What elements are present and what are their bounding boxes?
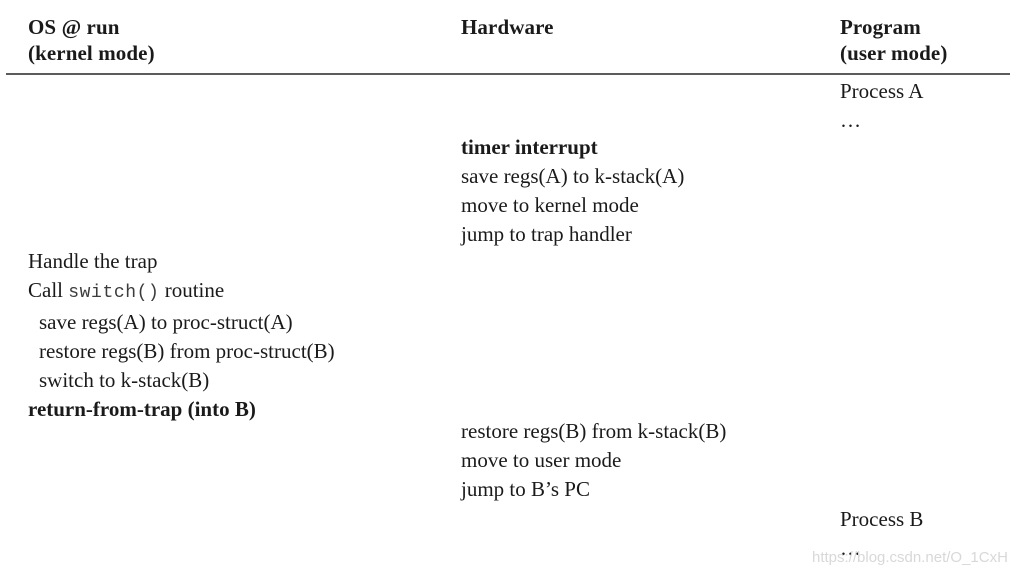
os-switch-call-suffix: routine bbox=[159, 278, 225, 302]
header-divider-rule bbox=[6, 73, 1010, 75]
hardware-interrupt-line-0: timer interrupt bbox=[461, 135, 598, 159]
os-switch-line-call-switch: Call switch() routine bbox=[28, 276, 335, 308]
column-header-os-line1: OS @ run bbox=[28, 15, 120, 39]
hardware-return-line-1: move to user mode bbox=[461, 448, 622, 472]
column-header-os: OS @ run (kernel mode) bbox=[28, 14, 155, 66]
os-switch-call-prefix: Call bbox=[28, 278, 69, 302]
column-header-os-line2: (kernel mode) bbox=[28, 41, 155, 65]
os-switch-line-save-regs: save regs(A) to proc-struct(A) bbox=[39, 310, 293, 334]
os-switch-line-return-from-trap: return-from-trap (into B) bbox=[28, 397, 256, 421]
program-process-b-block: Process B bbox=[840, 505, 923, 534]
column-header-hardware-line1: Hardware bbox=[461, 15, 554, 39]
program-process-a-ellipsis: … bbox=[840, 108, 862, 132]
os-switch-line-switch-kstack: switch to k-stack(B) bbox=[39, 368, 210, 392]
os-switch-line-restore-regs: restore regs(B) from proc-struct(B) bbox=[39, 339, 335, 363]
hardware-return-block: restore regs(B) from k-stack(B) move to … bbox=[461, 417, 726, 504]
column-header-program-line2: (user mode) bbox=[840, 41, 948, 65]
os-switch-block: Handle the trap Call switch() routine sa… bbox=[28, 247, 335, 424]
column-header-hardware: Hardware bbox=[461, 14, 554, 40]
hardware-return-line-0: restore regs(B) from k-stack(B) bbox=[461, 419, 727, 443]
os-switch-line-handle-trap: Handle the trap bbox=[28, 249, 158, 273]
column-header-program: Program (user mode) bbox=[840, 14, 947, 66]
program-process-b-ellipsis: … bbox=[840, 536, 862, 560]
program-process-a-label: Process A bbox=[840, 79, 924, 103]
hardware-return-line-2: jump to B’s PC bbox=[461, 477, 590, 501]
column-header-program-line1: Program bbox=[840, 15, 921, 39]
program-process-b-label: Process B bbox=[840, 507, 924, 531]
hardware-interrupt-line-1: save regs(A) to k-stack(A) bbox=[461, 164, 685, 188]
hardware-interrupt-line-2: move to kernel mode bbox=[461, 193, 639, 217]
hardware-interrupt-line-3: jump to trap handler bbox=[461, 222, 632, 246]
os-switch-call-code: switch() bbox=[68, 283, 160, 303]
program-process-a-block: Process A bbox=[840, 77, 923, 106]
hardware-interrupt-block: timer interrupt save regs(A) to k-stack(… bbox=[461, 133, 684, 249]
column-header-row: OS @ run (kernel mode) Hardware Program … bbox=[0, 14, 1022, 70]
